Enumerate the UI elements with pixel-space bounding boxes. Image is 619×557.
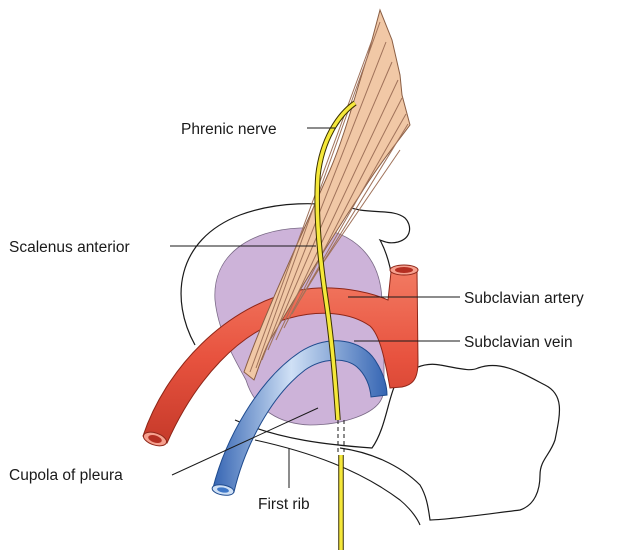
label-subclavian-artery: Subclavian artery xyxy=(464,290,584,307)
label-scalenus-anterior: Scalenus anterior xyxy=(9,239,130,256)
label-subclavian-vein: Subclavian vein xyxy=(464,334,573,351)
label-first-rib: First rib xyxy=(258,496,310,513)
label-phrenic-nerve: Phrenic nerve xyxy=(181,121,277,138)
artery-lumen-top-inner xyxy=(395,267,413,273)
label-cupola-of-pleura: Cupola of pleura xyxy=(9,467,123,484)
